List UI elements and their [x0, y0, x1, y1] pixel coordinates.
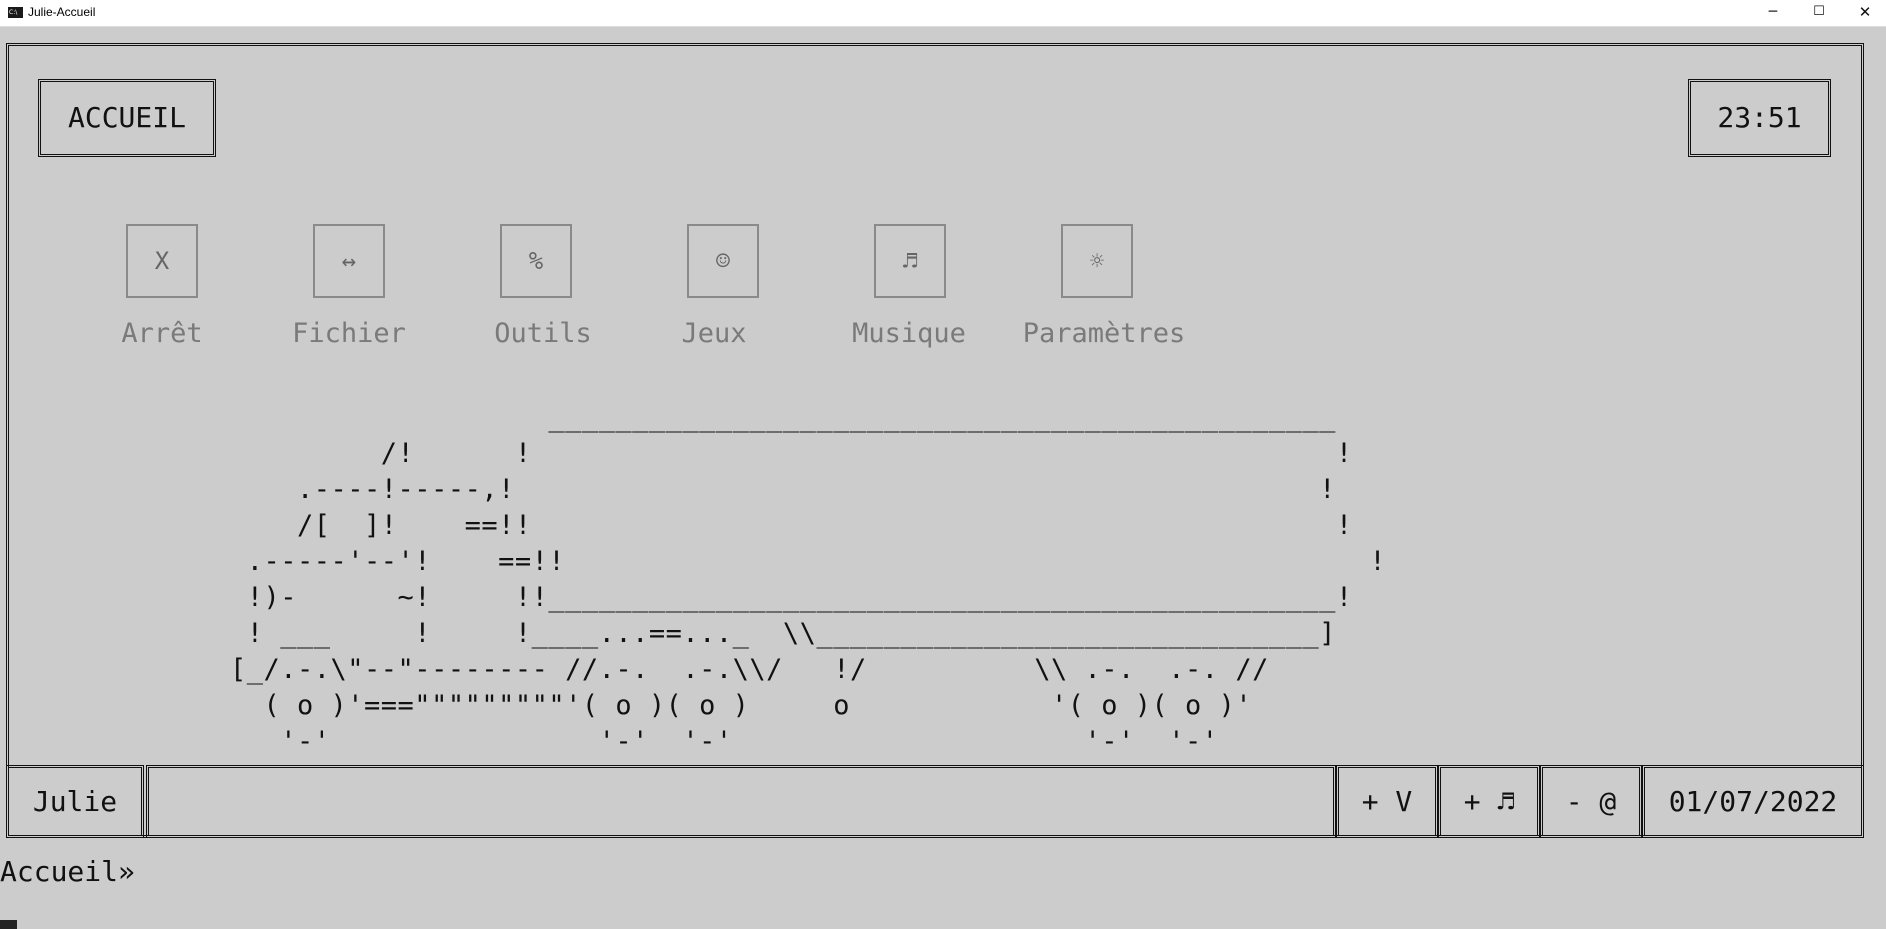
- tools-button[interactable]: %: [500, 224, 572, 298]
- remove-at-button[interactable]: - @: [1540, 765, 1642, 838]
- left-right-arrow-icon: ↔: [341, 247, 357, 275]
- text-cursor: [0, 920, 17, 929]
- app-label-fichier: Fichier: [292, 318, 406, 349]
- close-x-icon: X: [154, 247, 170, 275]
- status-message-field: [146, 765, 1336, 838]
- percent-icon: %: [528, 247, 544, 275]
- music-note-icon: ♬: [902, 247, 918, 275]
- window-titlebar: C:\ Julie-Accueil ─ ☐ ✕: [0, 0, 1886, 27]
- app-label-outils: Outils: [494, 318, 592, 349]
- app-label-jeux: Jeux: [681, 318, 747, 349]
- command-prompt[interactable]: Accueil»: [0, 855, 135, 888]
- music-button[interactable]: ♬: [874, 224, 946, 298]
- minimize-button[interactable]: ─: [1768, 4, 1778, 20]
- status-bar: Julie + V + ♬ - @ 01/07/2022: [6, 765, 1864, 838]
- user-name: Julie: [6, 765, 144, 838]
- ascii-truck-art: ________________________________________…: [230, 402, 1387, 757]
- accueil-button[interactable]: ACCUEIL: [38, 79, 216, 157]
- add-music-button[interactable]: + ♬: [1438, 765, 1540, 838]
- settings-button[interactable]: ☼: [1061, 224, 1133, 298]
- date-display: 01/07/2022: [1642, 765, 1864, 838]
- app-label-arret: Arrêt: [121, 318, 203, 349]
- shutdown-button[interactable]: X: [126, 224, 198, 298]
- smiley-icon: ☺: [715, 247, 731, 275]
- add-v-button[interactable]: + V: [1336, 765, 1438, 838]
- console-app-icon: C:\: [8, 7, 23, 18]
- maximize-button[interactable]: ☐: [1813, 4, 1825, 19]
- app-label-musique: Musique: [852, 318, 966, 349]
- window-title: Julie-Accueil: [28, 5, 96, 19]
- app-label-parametres: Paramètres: [1022, 318, 1186, 349]
- games-button[interactable]: ☺: [687, 224, 759, 298]
- close-button[interactable]: ✕: [1858, 3, 1872, 21]
- sun-gear-icon: ☼: [1089, 247, 1105, 275]
- files-button[interactable]: ↔: [313, 224, 385, 298]
- clock-display: 23:51: [1688, 79, 1831, 157]
